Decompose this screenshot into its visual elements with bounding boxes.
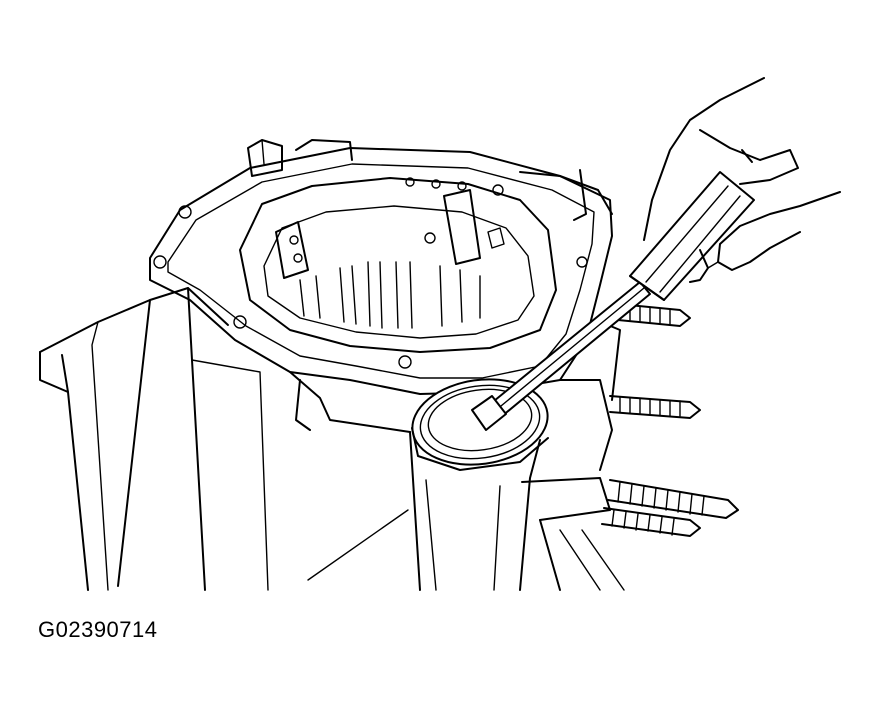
bell-housing-flange	[149, 147, 613, 395]
stud-upper	[617, 303, 691, 327]
case-top-bosses	[247, 139, 613, 221]
case-studs	[601, 303, 739, 537]
figure-code-label: G02390714	[38, 617, 158, 642]
case-lower-body	[289, 319, 625, 591]
stud-middle	[609, 395, 701, 419]
stud-lower-long	[607, 479, 739, 519]
screwdriver	[471, 171, 755, 431]
clutch-drum	[239, 177, 557, 353]
hand	[643, 77, 841, 283]
transmission-case-left-wall	[39, 287, 269, 591]
stud-lower-short	[601, 507, 701, 537]
